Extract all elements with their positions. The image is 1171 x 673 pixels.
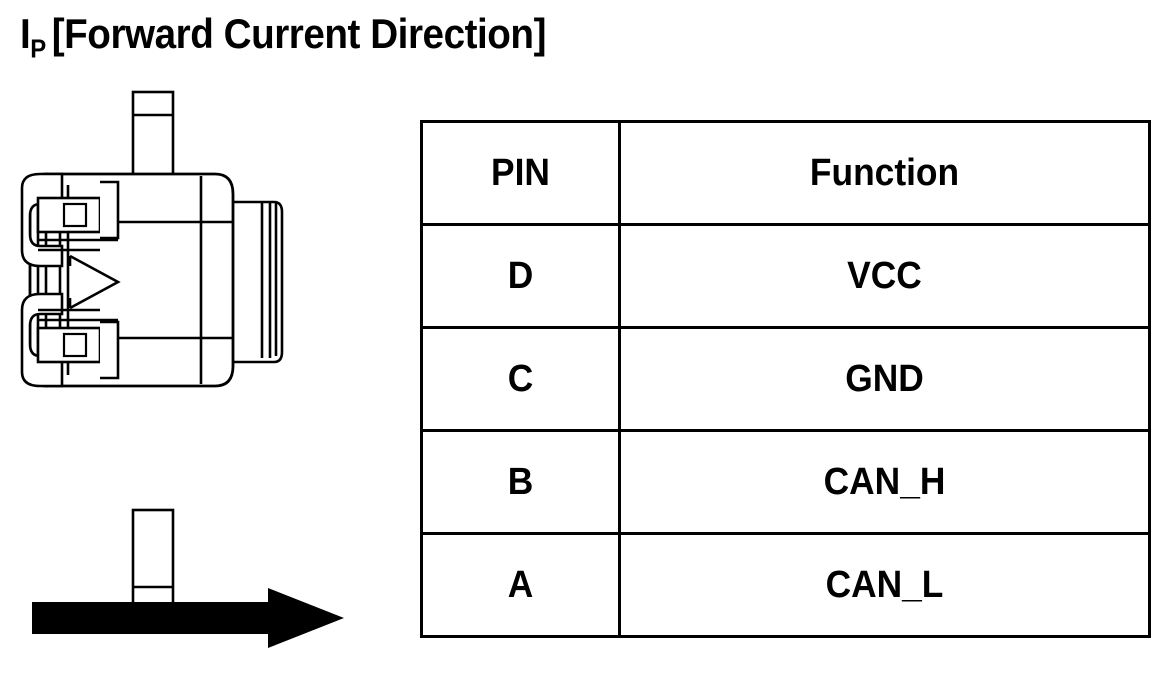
column-header-function: Function — [618, 120, 1151, 226]
table-row: C GND — [420, 326, 1151, 432]
table-row: B CAN_H — [420, 429, 1151, 535]
column-header-function-label: Function — [809, 151, 960, 194]
table-header-row: PIN Function — [420, 120, 1151, 226]
cell-function: GND — [618, 326, 1151, 432]
cell-function: CAN_L — [618, 532, 1151, 638]
pin-function-table: PIN Function D VCC C G — [420, 120, 1151, 638]
table-row: A CAN_L — [420, 532, 1151, 638]
cell-pin: C — [420, 326, 621, 432]
function-value: CAN_L — [825, 563, 944, 606]
cell-pin: D — [420, 223, 621, 329]
upper-latch-clip — [20, 172, 120, 268]
forward-current-direction-arrow — [28, 588, 348, 650]
cell-pin: A — [420, 532, 621, 638]
column-header-pin-label: PIN — [491, 151, 550, 194]
bottom-mounting-tab — [131, 508, 175, 612]
page-title: IP[Forward Current Direction] — [20, 8, 546, 74]
function-value: GND — [845, 357, 924, 400]
connector-drawing — [0, 70, 400, 630]
function-value: VCC — [847, 254, 922, 297]
pin-value: A — [507, 563, 534, 606]
table-row: D VCC — [420, 223, 1151, 329]
current-direction-triangle — [68, 254, 121, 310]
title-text: [Forward Current Direction] — [51, 10, 547, 57]
column-header-pin: PIN — [420, 120, 621, 226]
lower-latch-clip — [20, 292, 120, 388]
pin-value: C — [507, 357, 534, 400]
cell-function: CAN_H — [618, 429, 1151, 535]
function-value: CAN_H — [823, 460, 946, 503]
cell-function: VCC — [618, 223, 1151, 329]
cell-pin: B — [420, 429, 621, 535]
title-subscript: P — [30, 33, 47, 64]
pin-value: D — [507, 254, 534, 297]
title-symbol: I — [20, 10, 31, 57]
plug-protrusion — [229, 200, 284, 364]
pin-value: B — [507, 460, 534, 503]
